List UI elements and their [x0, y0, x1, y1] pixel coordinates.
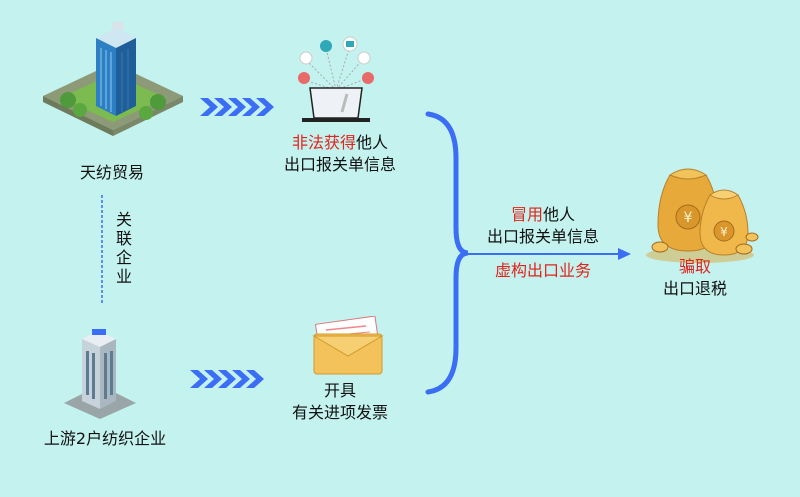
document-folder-icon: [308, 316, 388, 376]
fraud-red-text: 冒用: [510, 205, 543, 224]
flow-arrow: [466, 247, 632, 261]
fraud-info-label: 冒用他人 出口报关单信息: [468, 204, 618, 248]
fraud-line2: 出口报关单信息: [486, 227, 599, 246]
svg-text:¥: ¥: [720, 225, 728, 239]
small-building-icon: [60, 325, 140, 420]
obtain-info-label: 非法获得他人 出口报关单信息: [270, 132, 410, 176]
obtain-red-text: 非法获得: [291, 133, 356, 152]
office-building-icon: [38, 18, 188, 138]
related-char-2: 联: [115, 229, 132, 248]
chevron-arrows-icon: [190, 370, 266, 388]
related-char-3: 企: [115, 248, 132, 267]
upstream-label: 上游2户纺织企业: [43, 429, 167, 448]
fraud-black-text: 他人: [543, 205, 576, 224]
obtain-line2: 出口报关单信息: [283, 155, 396, 174]
invoice-line1: 开具: [323, 381, 356, 400]
svg-text:¥: ¥: [684, 210, 693, 226]
chevron-arrows-icon: [200, 98, 276, 116]
invoice-line2: 有关进项发票: [291, 403, 388, 422]
related-char-4: 业: [115, 267, 132, 286]
result-label: 骗取 出口退税: [630, 256, 760, 300]
fake-business-label: 虚构出口业务: [494, 261, 591, 280]
related-char-1: 关: [115, 210, 132, 229]
related-enterprise-label: 关 联 企 业: [114, 210, 134, 286]
obtain-black-text: 他人: [356, 133, 389, 152]
relation-line: [101, 195, 103, 305]
result-red-text: 骗取: [678, 257, 711, 276]
invoice-label: 开具 有关进项发票: [265, 380, 415, 424]
laptop-data-icon: [292, 34, 380, 124]
result-line2: 出口退税: [662, 279, 727, 298]
tianfang-label: 天纺贸易: [79, 163, 144, 182]
merge-brace: [422, 108, 472, 398]
money-bags-icon: ¥ ¥: [640, 155, 760, 265]
